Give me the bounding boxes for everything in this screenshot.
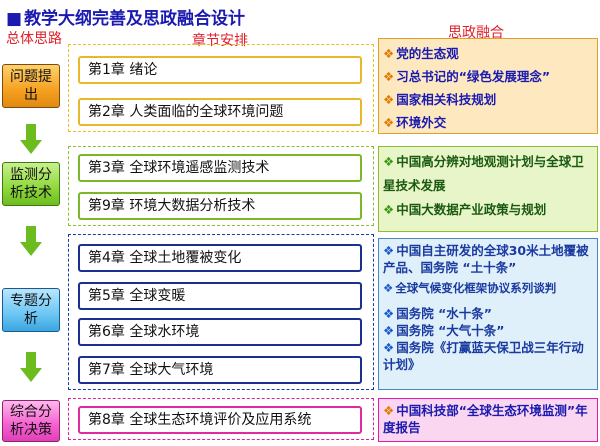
square-bullet-icon: ■ <box>6 9 23 29</box>
chapter-group-problem <box>68 44 374 132</box>
diamond-bullet-icon: ❖ <box>383 323 395 338</box>
diamond-bullet-icon: ❖ <box>383 281 394 295</box>
ideology-item: ❖中国大数据产业政策与规划 <box>383 202 547 217</box>
ideology-item: ❖中国自主研发的全球30米土地覆被产品、国务院 “土十条” <box>383 243 589 275</box>
down-arrow-icon <box>20 352 42 382</box>
chapter-box: 第3章 全球环境遥感监测技术 <box>78 154 362 182</box>
ideology-item: ❖习总书记的“绿色发展理念” <box>383 69 551 84</box>
header-ideology-integration: 思政融合 <box>448 25 504 41</box>
stage-monitoring-technology: 监测分析技术 <box>2 162 60 206</box>
diamond-bullet-icon: ❖ <box>383 202 395 217</box>
chapter-box: 第2章 人类面临的全球环境问题 <box>78 98 362 126</box>
header-overall-approach: 总体思路 <box>6 31 62 47</box>
ideology-box-4: ❖中国科技部“全球生态环境监测”年度报告 <box>378 398 598 442</box>
diamond-bullet-icon: ❖ <box>383 46 395 61</box>
ideology-item: ❖国务院 “水十条” <box>383 306 493 321</box>
ideology-item: ❖国务院《打赢蓝天保卫战三年行动计划》 <box>383 340 584 372</box>
ideology-item: ❖环境外交 <box>383 115 447 130</box>
chapter-box: 第8章 全球生态环境评价及应用系统 <box>78 406 362 434</box>
page-title: ■教学大纲完善及思政融合设计 <box>6 9 246 29</box>
diamond-bullet-icon: ❖ <box>383 340 395 355</box>
ideology-item: ❖党的生态观 <box>383 46 459 61</box>
diamond-bullet-icon: ❖ <box>383 69 395 84</box>
ideology-item: ❖国家相关科技规划 <box>383 92 497 107</box>
ideology-box-1: ❖党的生态观 ❖习总书记的“绿色发展理念” ❖国家相关科技规划 ❖环境外交 <box>378 38 598 134</box>
chapter-group-topic <box>68 234 374 390</box>
chapter-box: 第7章 全球大气环境 <box>78 356 362 384</box>
diamond-bullet-icon: ❖ <box>383 403 395 418</box>
stage-topic-analysis: 专题分析 <box>2 288 60 332</box>
diamond-bullet-icon: ❖ <box>383 243 395 258</box>
down-arrow-icon <box>20 124 42 154</box>
chapter-box: 第5章 全球变暖 <box>78 282 362 310</box>
ideology-box-3: ❖中国自主研发的全球30米土地覆被产品、国务院 “土十条” ❖全球气候变化框架协… <box>378 238 598 390</box>
chapter-box: 第1章 绪论 <box>78 56 362 84</box>
stage-comprehensive-decision: 综合分析决策 <box>2 400 60 442</box>
chapter-box: 第6章 全球水环境 <box>78 318 362 346</box>
header-chapter-arrangement: 章节安排 <box>192 33 248 49</box>
ideology-item: ❖国务院 “大气十条” <box>383 323 505 338</box>
down-arrow-icon <box>20 226 42 256</box>
ideology-item: ❖中国科技部“全球生态环境监测”年度报告 <box>383 403 588 435</box>
diamond-bullet-icon: ❖ <box>383 154 395 169</box>
diamond-bullet-icon: ❖ <box>383 92 395 107</box>
ideology-item: ❖中国高分辨对地观测计划与全球卫星技术发展 <box>383 154 584 193</box>
ideology-box-2: ❖中国高分辨对地观测计划与全球卫星技术发展 ❖中国大数据产业政策与规划 <box>378 146 598 232</box>
chapter-group-monitoring <box>68 146 374 226</box>
diamond-bullet-icon: ❖ <box>383 115 395 130</box>
chapter-box: 第4章 全球土地覆被变化 <box>78 244 362 272</box>
stage-problem-proposal: 问题提出 <box>2 64 60 108</box>
chapter-box: 第9章 环境大数据分析技术 <box>78 192 362 220</box>
chapter-group-decision <box>68 398 374 440</box>
diamond-bullet-icon: ❖ <box>383 306 395 321</box>
ideology-item: ❖全球气候变化框架协议系列谈判 <box>383 281 557 295</box>
